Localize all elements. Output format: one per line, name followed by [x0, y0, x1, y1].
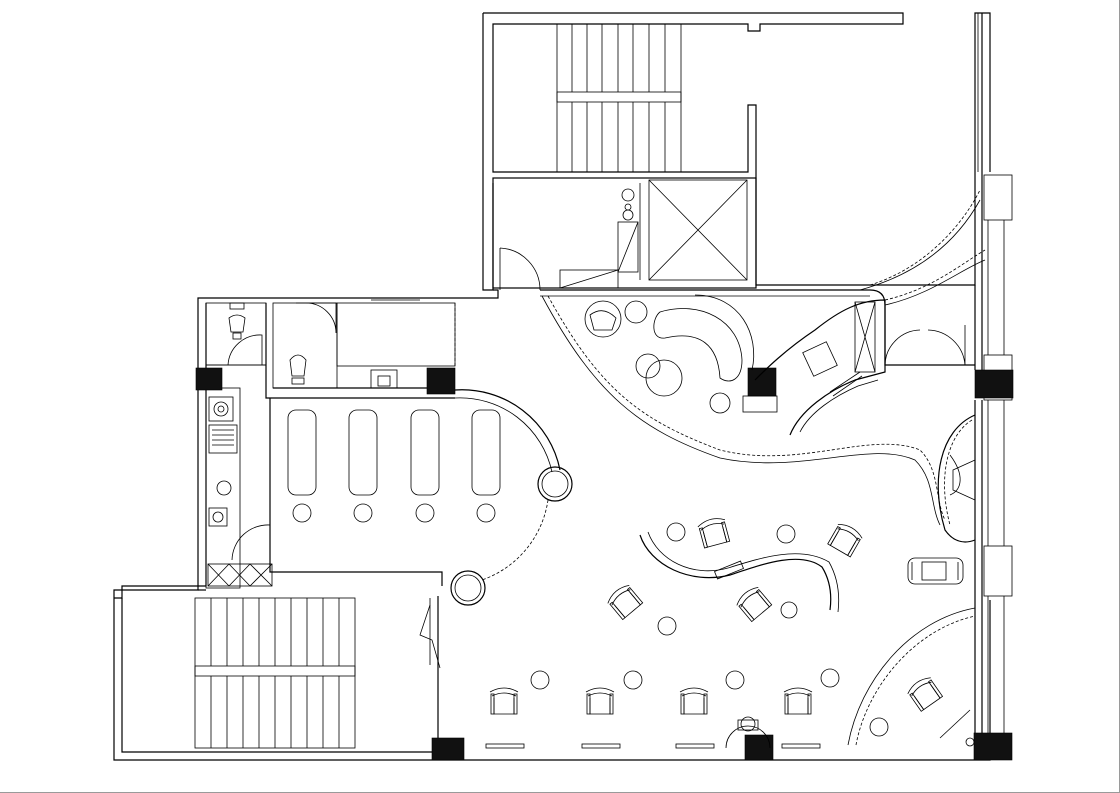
elevator-core	[492, 177, 757, 291]
right-corner-pods	[847, 414, 976, 747]
restrooms	[205, 299, 456, 589]
waiting-seating	[485, 515, 944, 749]
outer-walls	[113, 12, 1013, 761]
reception-area	[540, 189, 986, 526]
top-staircase	[556, 23, 682, 173]
structural-columns	[195, 367, 1014, 761]
bottom-staircase	[194, 597, 441, 749]
washroom-basins	[287, 389, 573, 606]
